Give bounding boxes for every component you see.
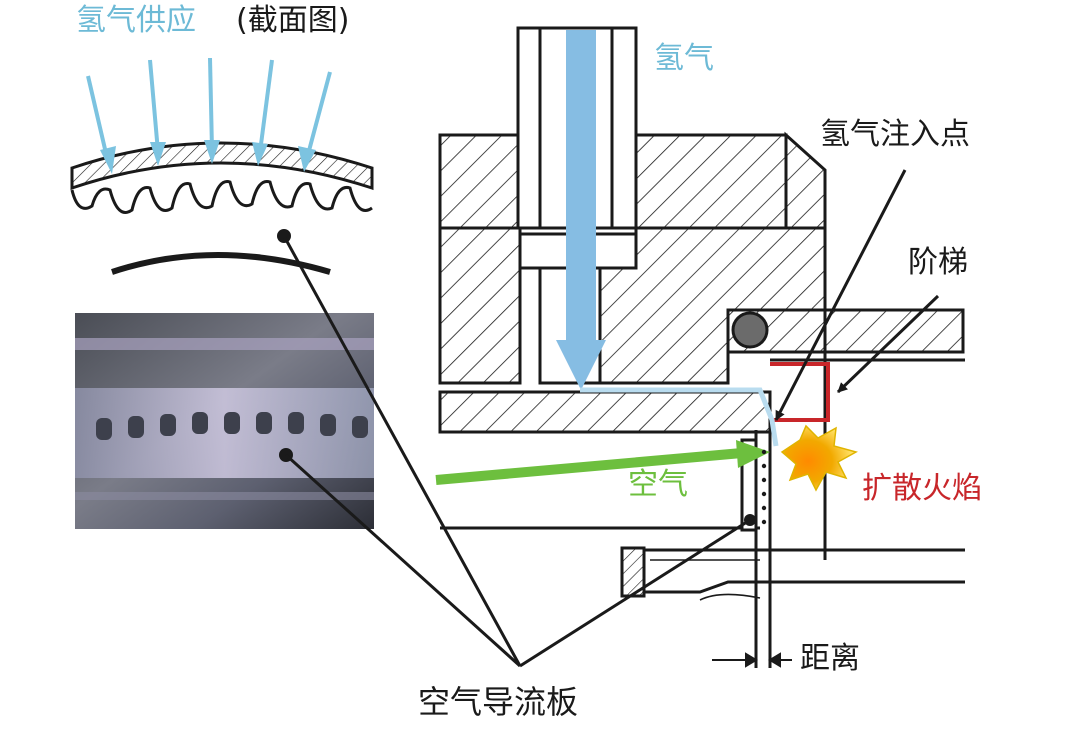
label-air: 空气 (628, 467, 688, 502)
distance-dimension (712, 652, 792, 668)
label-diffusion-flame: 扩散火焰 (862, 471, 982, 506)
label-hydrogen-supply: 氢气供应 (76, 3, 196, 38)
label-hydrogen: 氢气 (654, 41, 714, 76)
supply-arrowhead-4 (252, 142, 268, 166)
leader-injection (774, 169, 907, 421)
diffusion-flame-shape (780, 424, 858, 492)
supply-arrowhead-1 (100, 146, 116, 174)
cross-section-drawing (70, 141, 374, 275)
supply-arrow-5 (304, 71, 332, 163)
label-injection-point: 氢气注入点 (820, 117, 970, 152)
baffle-photo (75, 313, 374, 529)
supply-arrow-3 (208, 57, 214, 151)
label-distance: 距离 (800, 641, 860, 676)
hydrogen-channel (580, 387, 779, 447)
leader-step (836, 294, 940, 394)
air-flow-arrowhead (736, 440, 770, 468)
supply-arrowhead-3 (204, 140, 220, 164)
supply-arrow-1 (86, 75, 110, 163)
injection-dots (761, 449, 767, 525)
leader-baffle-3 (519, 518, 751, 668)
hydrogen-flow-bar (566, 30, 596, 342)
callout-dot-structure (744, 514, 756, 526)
air-flow-arrow (435, 448, 743, 485)
step-outline (770, 362, 830, 422)
leader-lines (282, 169, 940, 668)
label-cross-section: (截面图) (236, 3, 350, 38)
supply-arrowhead-5 (298, 146, 316, 172)
scalloped-edge (70, 179, 373, 214)
label-air-baffle: 空气导流板 (418, 683, 579, 721)
o-ring (731, 311, 769, 349)
supply-arrow-4 (258, 59, 274, 153)
leader-baffle-1 (282, 235, 522, 667)
air-baffle-arc (111, 252, 331, 275)
supply-arrowhead-2 (150, 142, 166, 166)
hydrogen-flow-arrowhead (556, 340, 606, 390)
leader-baffle-2 (284, 453, 522, 668)
label-step: 阶梯 (908, 245, 968, 280)
burner-structure-thin (650, 559, 761, 601)
hydrogen-supply-arrows (86, 57, 332, 163)
supply-arrow-2 (148, 59, 160, 153)
